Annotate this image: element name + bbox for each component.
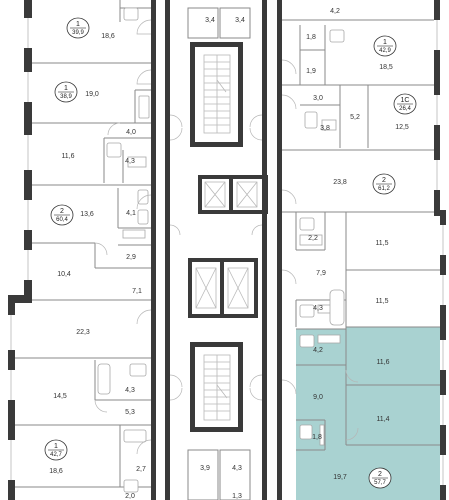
room-area: 1,8 [306,34,316,41]
room-area: 4,2 [330,8,340,15]
apartment-area: 38,9 [60,94,72,100]
room-area: 19,7 [333,474,347,481]
room-area: 5,2 [350,114,360,121]
apartment-rooms: 1 [54,443,58,450]
room-area: 4,3 [125,158,135,165]
room-area: 1,9 [306,68,316,75]
apartment-badge-1-39-9[interactable]: 1 39,9 [66,17,90,39]
apartment-area: 61,2 [378,186,390,192]
room-area: 23,8 [333,179,347,186]
room-area: 22,3 [76,329,90,336]
selected-apartment-walls [296,326,440,451]
room-area: 18,5 [379,64,393,71]
room-area: 5,3 [125,409,135,416]
apartment-area: 26,4 [399,106,411,112]
room-area: 3,4 [235,17,245,24]
room-area: 11,5 [375,298,388,305]
apartment-badge-1c-26-4[interactable]: 1С 26,4 [393,93,417,115]
room-area: 14,5 [53,393,67,400]
room-area: 2,7 [136,466,146,473]
apartment-area: 42,9 [379,48,391,54]
apartment-rooms: 1С [401,97,410,104]
apartment-rooms: 2 [60,208,64,215]
apartment-area: 57,7 [374,480,386,486]
room-area: 10,4 [57,271,71,278]
room-area: 4,3 [125,387,135,394]
room-area: 18,6 [101,33,115,40]
left-wing-fixtures [97,7,150,493]
stair-top [203,54,231,134]
apartment-rooms: 2 [378,471,382,478]
room-area: 1,8 [312,434,322,441]
apartment-badge-1-42-7[interactable]: 1 42,7 [44,439,68,461]
left-wing-doors [94,19,152,455]
room-area: 4,0 [126,129,136,136]
room-area: 2,0 [125,493,135,500]
room-area: 11,6 [61,153,74,160]
apartment-badge-2-57-7[interactable]: 2 57,7 [368,467,392,489]
selected-apartment-highlight[interactable] [296,327,441,500]
room-area: 18,6 [49,468,63,475]
corridor-doors [169,114,263,401]
windows [8,18,446,485]
apartment-rooms: 1 [76,21,80,28]
room-area: 3,9 [200,465,210,472]
room-area: 3,0 [313,95,323,102]
room-area: 7,1 [132,288,142,295]
right-wing-fixtures [299,29,345,446]
right-wing-doors [281,59,359,441]
room-area: 9,0 [313,394,323,401]
elevator-shafts [188,175,268,318]
apartment-area: 39,9 [72,30,84,36]
room-area: 19,0 [85,91,99,98]
apartment-rooms: 1 [383,39,387,46]
room-area: 11,6 [376,359,389,366]
apartment-area: 42,7 [50,452,62,458]
room-area: 2,2 [308,235,318,242]
room-area: 7,9 [316,270,326,277]
apartment-rooms: 1 [64,85,68,92]
right-wing-partitions [282,19,440,327]
room-area: 4,3 [232,465,242,472]
apartment-rooms: 2 [382,177,386,184]
room-area: 2,9 [126,254,136,261]
apartment-badge-1-42-9[interactable]: 1 42,9 [373,35,397,57]
left-wing-partitions [15,0,151,488]
apartment-area: 60,4 [56,217,68,223]
room-area: 4,2 [313,347,323,354]
room-area: 11,4 [376,416,389,423]
room-area: 11,5 [375,240,388,247]
apartment-badge-1-38-9[interactable]: 1 38,9 [54,81,78,103]
room-area: 3,8 [320,125,330,132]
apartment-badge-2-60-4[interactable]: 2 60,4 [50,204,74,226]
apartment-badge-2-61-2[interactable]: 2 61,2 [372,173,396,195]
room-area: 4,1 [126,210,136,217]
room-area: 12,5 [395,124,409,131]
room-area: 13,6 [80,211,94,218]
room-area: 1,3 [232,493,242,500]
room-area-labels: 18,6 19,0 4,0 11,6 4,3 13,6 4,1 2,9 10,4… [49,8,409,500]
room-area: 4,3 [313,305,323,312]
room-area: 3,4 [205,17,215,24]
central-core [187,7,251,500]
stair-bottom [203,354,231,421]
